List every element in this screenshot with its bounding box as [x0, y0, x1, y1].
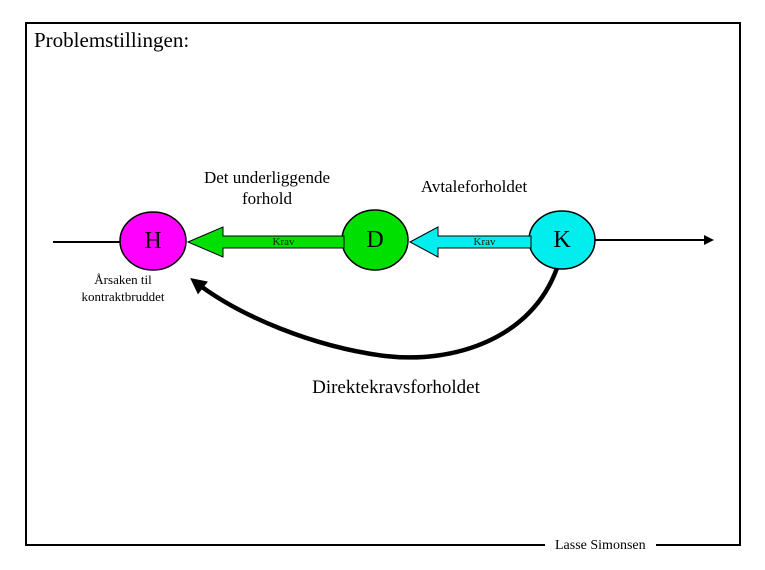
krav-arrow-underlying — [186, 226, 345, 258]
node-label-k: K — [553, 226, 571, 253]
krav-label-agreement: Krav — [473, 236, 496, 248]
krav-arrow-agreement — [408, 226, 532, 258]
label-cause-of-breach: Årsaken til kontraktbruddet — [81, 272, 165, 304]
slide-border-frame — [25, 22, 741, 546]
node-label-h: H — [144, 227, 162, 254]
node-ellipse-h — [119, 211, 187, 271]
label-underlying-relation: Det underliggende forhold — [203, 168, 331, 208]
label-direct-claim-relation: Direktekravsforholdet — [312, 377, 480, 398]
label-agreement-relation: Avtaleforholdet — [420, 177, 528, 196]
krav-label-underlying: Krav — [272, 236, 295, 248]
slide-title: Problemstillingen: — [34, 28, 190, 52]
direct-claim-curve-arrow — [190, 267, 560, 360]
footer-author: Lasse Simonsen — [545, 537, 656, 554]
node-label-d: D — [366, 226, 384, 253]
